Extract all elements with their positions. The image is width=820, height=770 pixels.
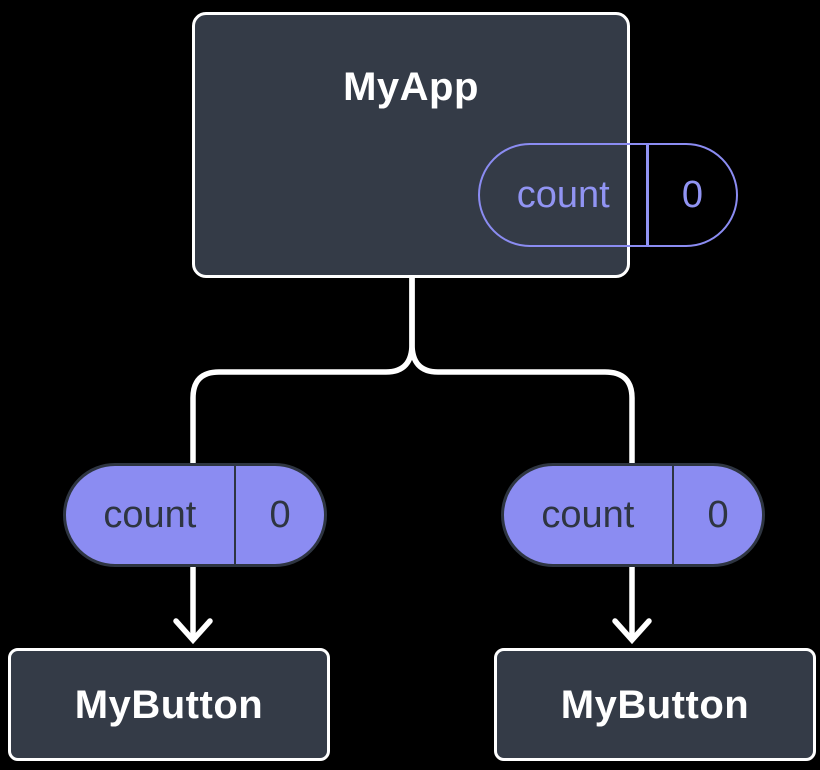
- prop-pill-left: count 0: [63, 463, 327, 567]
- node-mybutton-left: MyButton: [8, 648, 330, 761]
- arrow-down-icon-right: [612, 618, 652, 645]
- pill-divider: [671, 466, 675, 564]
- pill-divider: [233, 466, 237, 564]
- arrow-down-icon-left: [173, 618, 213, 645]
- prop-value: 0: [269, 493, 291, 536]
- state-value: 0: [681, 173, 704, 216]
- node-mybutton-right: MyButton: [494, 648, 816, 761]
- pill-divider: [646, 145, 649, 245]
- wire-left-branch: [190, 272, 415, 636]
- prop-value: 0: [707, 493, 729, 536]
- state-name-label: count: [516, 173, 610, 216]
- node-mybutton-label: MyButton: [560, 682, 750, 727]
- wire-right-branch: [409, 272, 635, 636]
- prop-name-label: count: [541, 493, 635, 536]
- state-pill-myapp: count 0: [478, 143, 738, 247]
- node-myapp: MyApp count 0: [192, 12, 738, 278]
- node-mybutton-label: MyButton: [74, 682, 264, 727]
- prop-name-label: count: [103, 493, 197, 536]
- node-myapp-label: MyApp: [343, 65, 479, 109]
- prop-pill-right: count 0: [501, 463, 765, 567]
